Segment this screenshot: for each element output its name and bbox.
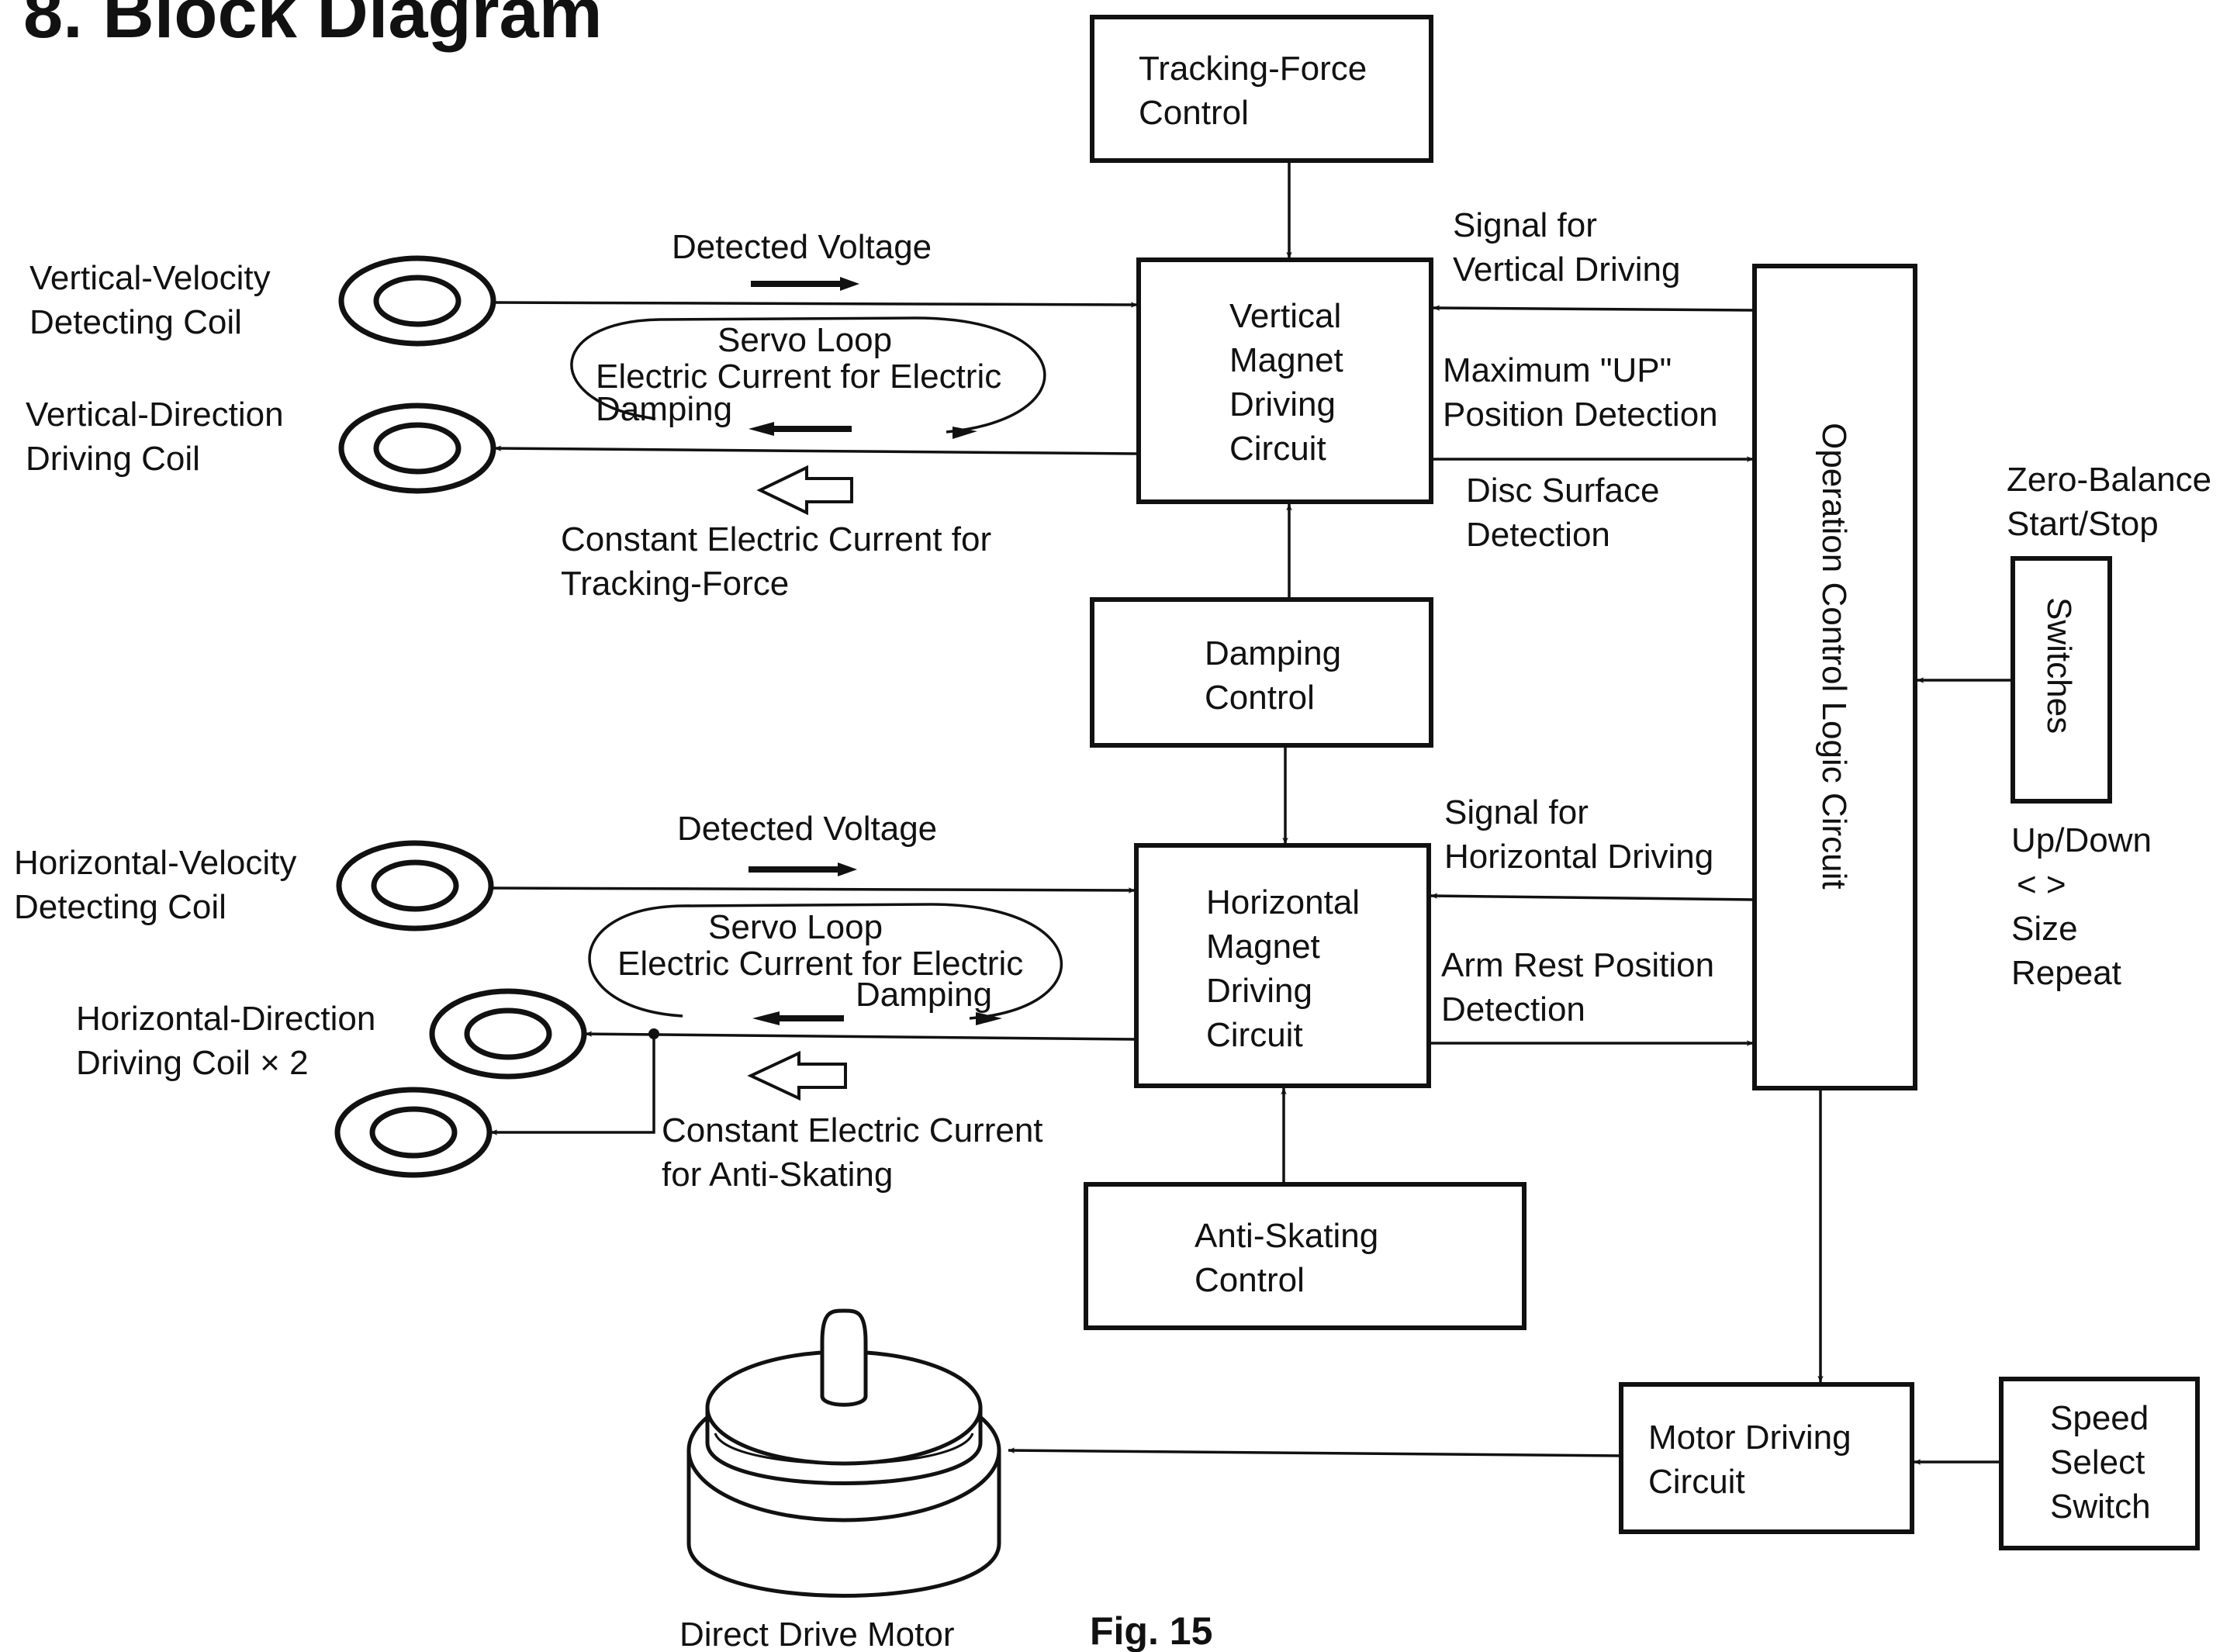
svg-text:for Anti-Skating: for Anti-Skating xyxy=(662,1156,893,1194)
svg-text:Detection: Detection xyxy=(1466,516,1610,554)
svg-text:Select: Select xyxy=(2050,1443,2145,1481)
arrow-signal-vertical-driving xyxy=(1433,305,1755,312)
motor-driving-circuit-block: Motor Driving Circuit xyxy=(1619,1382,1914,1534)
svg-text:Control: Control xyxy=(1139,94,1249,132)
svg-text:Detection: Detection xyxy=(1441,990,1585,1028)
label-constant-current-tracking: Constant Electric Current for xyxy=(561,520,991,558)
vertical-direction-coil: Vertical-Direction Driving Coil xyxy=(26,396,496,494)
label-disc-surface-detection: Disc Surface xyxy=(1466,472,1659,510)
label-direct-drive-motor: Direct Drive Motor xyxy=(679,1616,955,1652)
label-servo-loop-vertical: Servo Loop xyxy=(717,321,892,359)
svg-text:Driving Coil: Driving Coil xyxy=(26,440,200,478)
svg-text:Detecting Coil: Detecting Coil xyxy=(14,888,226,926)
svg-text:Speed: Speed xyxy=(2050,1399,2149,1437)
svg-text:Driving: Driving xyxy=(1206,972,1312,1010)
speed-select-switch-block: Speed Select Switch xyxy=(1999,1377,2200,1550)
svg-text:Magnet: Magnet xyxy=(1206,928,1320,966)
vertical-magnet-driving-circuit-block: Vertical Magnet Driving Circuit xyxy=(1136,257,1433,504)
svg-text:Tracking-Force: Tracking-Force xyxy=(561,565,789,603)
svg-text:Tracking-Force: Tracking-Force xyxy=(1139,50,1367,88)
svg-text:Electric Current for Electric: Electric Current for Electric xyxy=(596,358,1001,396)
arrow-to-vertical-direction-coil xyxy=(494,445,1138,455)
hollow-arrow-left-icon-2 xyxy=(747,1050,847,1101)
svg-text:Size: Size xyxy=(2011,910,2078,948)
svg-text:< >: < > xyxy=(2017,866,2066,904)
anti-skating-control-block: Anti-Skating Control xyxy=(1084,1182,1526,1330)
svg-text:Switch: Switch xyxy=(2050,1488,2151,1526)
horizontal-velocity-coil-label: Horizontal-Velocity xyxy=(14,844,296,882)
svg-text:Vertical: Vertical xyxy=(1229,297,1341,335)
svg-text:Switches: Switches xyxy=(2040,597,2078,734)
arrow-vertical-detected-voltage xyxy=(493,301,1138,308)
svg-text:Circuit: Circuit xyxy=(1206,1016,1303,1054)
svg-text:Driving: Driving xyxy=(1229,385,1336,423)
direct-drive-motor-icon xyxy=(686,1308,1001,1598)
damping-control-block: Damping Control xyxy=(1090,597,1433,748)
svg-text:Start/Stop: Start/Stop xyxy=(2007,505,2159,543)
figure-label: Fig. 15 xyxy=(1090,1609,1212,1652)
svg-text:Anti-Skating: Anti-Skating xyxy=(1195,1217,1378,1255)
servo-loop-vertical xyxy=(570,316,1046,434)
tracking-force-control-block: Tracking-Force Control xyxy=(1090,15,1433,163)
svg-text:Motor Driving: Motor Driving xyxy=(1648,1419,1851,1457)
label-arm-rest-detection: Arm Rest Position xyxy=(1441,946,1714,984)
arrow-signal-horizontal-driving xyxy=(1430,893,1755,901)
hollow-arrow-left-icon xyxy=(756,465,853,516)
label-signal-vertical-driving: Signal for xyxy=(1453,206,1597,244)
page-title: 8. Block Diagram xyxy=(23,0,603,53)
vertical-velocity-coil: Vertical-Velocity Detecting Coil xyxy=(29,255,496,347)
horizontal-magnet-driving-circuit-block: Horizontal Magnet Driving Circuit xyxy=(1134,843,1431,1088)
horizontal-direction-coil-upper xyxy=(429,988,587,1080)
svg-text:Driving Coil × 2: Driving Coil × 2 xyxy=(76,1044,309,1082)
svg-text:Vertical Driving: Vertical Driving xyxy=(1453,251,1680,289)
svg-text:Magnet: Magnet xyxy=(1229,341,1343,379)
svg-text:Damping: Damping xyxy=(596,390,732,428)
svg-text:Control: Control xyxy=(1205,679,1315,717)
label-detected-voltage-horizontal: Detected Voltage xyxy=(677,810,937,848)
switches-block: Switches xyxy=(2011,556,2112,804)
svg-text:Operation Control Logic Circui: Operation Control Logic Circuit xyxy=(1815,423,1853,890)
svg-text:Position Detection: Position Detection xyxy=(1443,396,1718,434)
svg-text:Circuit: Circuit xyxy=(1648,1463,1745,1501)
label-signal-horizontal-driving: Signal for xyxy=(1444,793,1589,831)
label-zero-balance: Zero-Balance xyxy=(2007,461,2211,499)
label-servo-loop-horizontal: Servo Loop xyxy=(708,908,883,946)
horizontal-velocity-coil: Horizontal-Velocity Detecting Coil xyxy=(14,840,494,931)
vertical-velocity-coil-label: Vertical-Velocity xyxy=(29,259,271,297)
svg-text:Damping: Damping xyxy=(1205,634,1341,672)
svg-text:Damping: Damping xyxy=(856,976,992,1014)
svg-text:Horizontal Driving: Horizontal Driving xyxy=(1444,838,1713,876)
label-detected-voltage-vertical: Detected Voltage xyxy=(672,228,932,266)
operation-control-logic-circuit-block: Operation Control Logic Circuit xyxy=(1752,264,1917,1090)
arrow-to-direct-drive-motor xyxy=(1008,1447,1622,1457)
svg-text:Repeat: Repeat xyxy=(2011,954,2121,992)
label-maximum-up: Maximum "UP" xyxy=(1443,351,1672,389)
label-constant-current-anti-skating: Constant Electric Current xyxy=(662,1111,1043,1149)
svg-text:Circuit: Circuit xyxy=(1229,430,1326,468)
svg-text:Control: Control xyxy=(1195,1261,1305,1299)
arrow-to-horizontal-direction-coil-upper xyxy=(585,1031,1136,1041)
arrow-horizontal-detected-voltage xyxy=(490,886,1136,893)
svg-text:Horizontal: Horizontal xyxy=(1206,883,1360,921)
servo-loop-horizontal xyxy=(588,903,1063,1020)
svg-text:Electric Current for Electric: Electric Current for Electric xyxy=(617,945,1023,983)
svg-text:Detecting Coil: Detecting Coil xyxy=(29,303,242,341)
label-up-down: Up/Down xyxy=(2011,821,2152,859)
horizontal-direction-coil-label: Horizontal-Direction xyxy=(76,1000,375,1038)
horizontal-direction-coil-lower xyxy=(334,1087,493,1178)
vertical-direction-coil-label: Vertical-Direction xyxy=(26,396,284,434)
arrow-to-horizontal-direction-coil-lower xyxy=(490,1034,655,1135)
